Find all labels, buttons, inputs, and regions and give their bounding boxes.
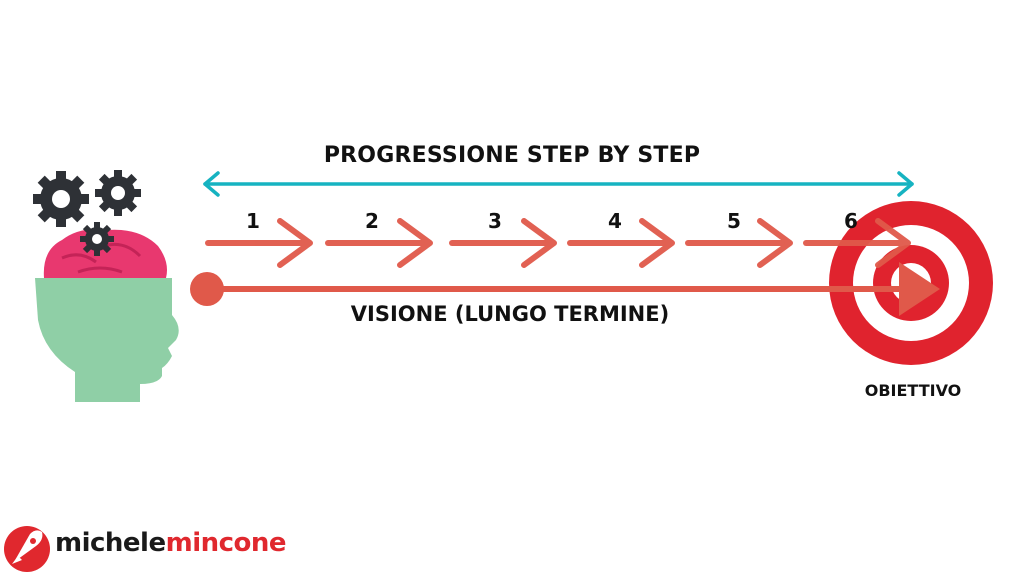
step-label-3: 3 <box>488 209 502 233</box>
diagram-title: PROGRESSIONE STEP BY STEP <box>323 143 701 168</box>
step-arrow-2 <box>325 218 433 268</box>
head-silhouette <box>35 278 179 402</box>
step-label-2: 2 <box>365 209 379 233</box>
step-arrow-1 <box>205 218 313 268</box>
gear-icon <box>33 171 89 227</box>
step-label-6: 6 <box>844 209 858 233</box>
rocket-logo-icon <box>4 526 50 572</box>
step-arrow-4 <box>567 218 675 268</box>
logo-text-part1: michele <box>55 528 166 558</box>
brain <box>43 229 168 278</box>
goal-label: OBIETTIVO <box>864 381 962 400</box>
double-arrow <box>203 171 914 197</box>
step-arrow-5 <box>685 218 793 268</box>
gear-icon <box>95 170 141 216</box>
vision-label: VISIONE (LUNGO TERMINE) <box>350 302 670 326</box>
step-arrow-3 <box>449 218 557 268</box>
step-label-1: 1 <box>246 209 260 233</box>
vision-arrow <box>190 262 940 316</box>
logo-text-part2: mincone <box>165 528 287 558</box>
step-label-4: 4 <box>608 209 622 233</box>
step-arrow-6 <box>803 218 911 268</box>
step-label-5: 5 <box>727 209 741 233</box>
gear-icon <box>80 222 114 256</box>
brand-logo-text: michelemincone <box>55 528 287 558</box>
